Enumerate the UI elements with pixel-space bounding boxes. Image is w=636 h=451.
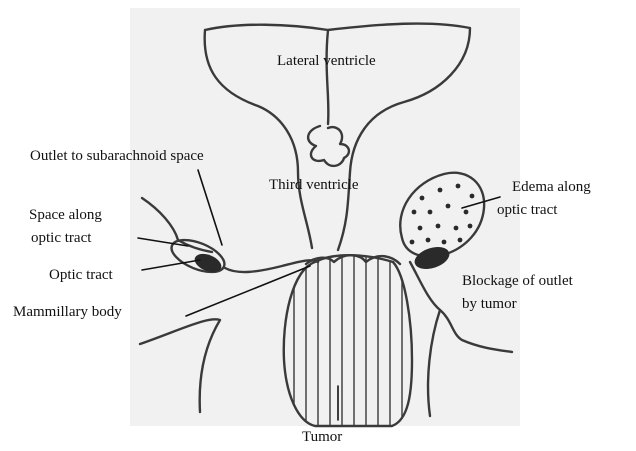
- label-mammillary-body: Mammillary body: [13, 303, 122, 321]
- label-tumor: Tumor: [302, 428, 342, 446]
- leader-edema: [462, 197, 500, 208]
- edema-dots: [410, 184, 475, 245]
- leader-outlet-subarachnoid: [198, 170, 222, 245]
- label-space-line2: optic tract: [31, 229, 91, 247]
- label-blockage-line1: Blockage of outlet: [462, 272, 573, 290]
- label-edema-line2: optic tract: [497, 201, 557, 219]
- third-ventricle-lobes: [308, 126, 349, 166]
- label-edema-line1: Edema along: [512, 178, 591, 196]
- right-lower-boundary: [428, 310, 440, 416]
- label-space-line1: Space along: [29, 206, 102, 224]
- label-outlet-subarachnoid: Outlet to subarachnoid space: [30, 147, 204, 165]
- tumor-hatching: [294, 250, 402, 430]
- label-optic-tract: Optic tract: [49, 266, 113, 284]
- ventricle-septum: [327, 30, 329, 124]
- bottom-left-boundary: [140, 319, 220, 412]
- tumor-outline: [284, 255, 412, 426]
- label-third-ventricle: Third ventricle: [269, 176, 359, 194]
- label-blockage-line2: by tumor: [462, 295, 517, 313]
- label-lateral-ventricle: Lateral ventricle: [277, 52, 376, 70]
- optic-tract-right: [412, 243, 452, 273]
